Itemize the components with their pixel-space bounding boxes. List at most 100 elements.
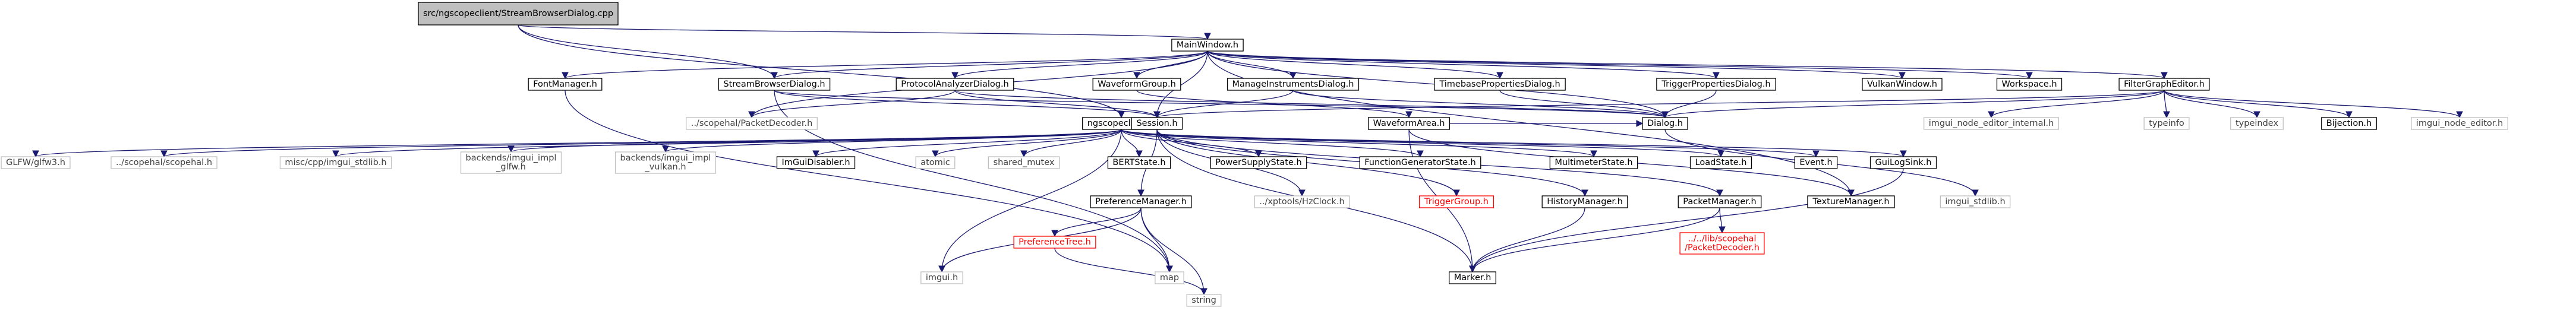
node-prefmgr[interactable]: PreferenceManager.h <box>1090 195 1192 208</box>
node-filtergraph[interactable]: FilterGraphEditor.h <box>2118 78 2210 91</box>
node-box <box>1869 156 1937 169</box>
node-label: imgui.h <box>926 273 958 283</box>
node-texturemgr[interactable]: TextureManager.h <box>1807 195 1895 208</box>
edge-filtergraph-to-bijection <box>2164 90 2353 119</box>
edge-mainwindow-to-manageinst <box>1207 50 1297 80</box>
edge-filtergraph-to-session <box>1153 90 2165 119</box>
node-mainwindow[interactable]: MainWindow.h <box>1171 39 1244 52</box>
node-box <box>1794 156 1838 169</box>
edge-protoanalyzer-to-session <box>954 90 1161 119</box>
node-label: imgui_stdlib.h <box>1945 197 2005 207</box>
node-box <box>1155 271 1184 284</box>
node-libpacket[interactable]: ../../lib/scopehal/PacketDecoder.h <box>1679 232 1765 255</box>
node-timebase[interactable]: TimebasePropertiesDialog.h <box>1434 78 1566 91</box>
node-box <box>279 156 392 169</box>
node-event[interactable]: Event.h <box>1794 156 1838 169</box>
node-label: FontManager.h <box>533 80 597 89</box>
node-triggergroup[interactable]: TriggerGroup.h <box>1418 195 1494 208</box>
node-imguistdlib[interactable]: imgui_stdlib.h <box>1940 195 2011 208</box>
node-box <box>2230 117 2284 130</box>
node-label: /PacketDecoder.h <box>1685 243 1760 253</box>
node-imgui[interactable]: imgui.h <box>920 271 963 284</box>
node-box <box>1541 195 1628 208</box>
node-label: TimebasePropertiesDialog.h <box>1439 80 1560 89</box>
node-protoanalyzer[interactable]: ProtocolAnalyzerDialog.h <box>896 78 1014 91</box>
node-bertstate[interactable]: BERTState.h <box>1107 156 1171 169</box>
edge-ngscopeclient-to-bkvulkan <box>662 129 1122 153</box>
node-session[interactable]: Session.h <box>1131 117 1183 130</box>
node-packetmgr[interactable]: PacketManager.h <box>1678 195 1762 208</box>
node-map[interactable]: map <box>1155 271 1184 284</box>
node-label: ProtocolAnalyzerDialog.h <box>901 80 1009 89</box>
node-label: backends/imgui_impl <box>466 154 557 163</box>
node-label: PowerSupplyState.h <box>1215 158 1301 167</box>
node-guilogsink[interactable]: GuiLogSink.h <box>1869 156 1937 169</box>
node-imnodeinternal[interactable]: imgui_node_editor_internal.h <box>1924 117 2059 130</box>
edge-root-to-streambrowser <box>518 24 778 80</box>
node-bkvulkan[interactable]: backends/imgui_impl_vulkan.h <box>614 151 717 174</box>
node-preftree[interactable]: PreferenceTree.h <box>1013 236 1096 249</box>
node-box <box>418 2 619 26</box>
edge-packetmgr-to-libpacket <box>1719 207 1726 234</box>
node-typeinfo[interactable]: typeinfo <box>2143 117 2190 130</box>
node-upacket[interactable]: ../scopehal/PacketDecoder.h <box>686 117 818 130</box>
node-root[interactable]: src/ngscopeclient/StreamBrowserDialog.cp… <box>418 2 619 26</box>
node-label: ManageInstrumentsDialog.h <box>1232 80 1354 89</box>
edge-packetmgr-to-marker <box>1469 207 1720 273</box>
node-streambrowser[interactable]: StreamBrowserDialog.h <box>718 78 831 91</box>
node-label: TextureManager.h <box>1812 197 1889 207</box>
edge-mainwindow-to-workspace <box>1207 50 2033 80</box>
edge-preftree-to-string <box>1054 248 1207 296</box>
node-box <box>1549 156 1638 169</box>
node-box <box>1807 195 1895 208</box>
node-label: backends/imgui_impl <box>620 154 711 163</box>
node-vulkanwin[interactable]: VulkanWindow.h <box>1862 78 1943 91</box>
node-powerstate[interactable]: PowerSupplyState.h <box>1210 156 1307 169</box>
edge-prefmgr-to-map <box>1140 207 1173 273</box>
node-workspace[interactable]: Workspace.h <box>1996 78 2063 91</box>
node-label: ../../lib/scopehal <box>1688 234 1757 244</box>
edge-ngscopeclient-to-bkglfw <box>507 129 1122 153</box>
node-bijection[interactable]: Bijection.h <box>2321 117 2377 130</box>
node-scopehal[interactable]: ../scopehal/scopehal.h <box>111 156 217 169</box>
node-box <box>111 156 217 169</box>
node-label: typeinfo <box>2149 119 2184 128</box>
node-sharedmutex[interactable]: shared_mutex <box>988 156 1060 169</box>
node-box <box>1092 78 1181 91</box>
edge-filtergraph-to-typeindex <box>2164 90 2260 119</box>
node-trigprops[interactable]: TriggerPropertiesDialog.h <box>1656 78 1776 91</box>
node-imguidisabler[interactable]: ImGuiDisabler.h <box>776 156 856 169</box>
node-mmstate[interactable]: MultimeterState.h <box>1549 156 1638 169</box>
edge-ngscopeclient-to-bertstate <box>1121 129 1143 158</box>
node-miscstdlib[interactable]: misc/cpp/imgui_stdlib.h <box>279 156 392 169</box>
node-manageinst[interactable]: ManageInstrumentsDialog.h <box>1226 78 1360 91</box>
edge-fontmgr-to-map <box>565 90 1173 273</box>
node-string[interactable]: string <box>1186 294 1222 307</box>
node-atomic[interactable]: atomic <box>915 156 956 169</box>
node-fontmgr[interactable]: FontManager.h <box>528 78 603 91</box>
edge-root-to-mainwindow <box>518 24 1210 40</box>
edge-waveformgroup-to-waveformarea <box>1136 90 1412 119</box>
node-imnodeeditor[interactable]: imgui_node_editor.h <box>2411 117 2508 130</box>
node-dialog[interactable]: Dialog.h <box>1642 117 1688 130</box>
node-typeindex[interactable]: typeindex <box>2230 117 2284 130</box>
node-box <box>1107 156 1171 169</box>
edge-prefmgr-to-string <box>1140 207 1207 296</box>
edge-mainwindow-to-waveformgroup <box>1133 50 1208 80</box>
node-waveformgroup[interactable]: WaveformGroup.h <box>1092 78 1181 91</box>
node-fgstate[interactable]: FunctionGeneratorState.h <box>1359 156 1481 169</box>
node-marker[interactable]: Marker.h <box>1449 271 1496 284</box>
node-box <box>2118 78 2210 91</box>
node-glfw[interactable]: GLFW/glfw3.h <box>1 156 71 169</box>
node-hzclock[interactable]: ../xptools/HzClock.h <box>1254 195 1350 208</box>
edge-streambrowser-to-dialog <box>774 90 1669 119</box>
node-box <box>920 271 963 284</box>
node-historymgr[interactable]: HistoryManager.h <box>1541 195 1628 208</box>
node-waveformarea[interactable]: WaveformArea.h <box>1367 117 1451 130</box>
node-label: WaveformGroup.h <box>1098 80 1176 89</box>
node-loadstate[interactable]: LoadState.h <box>1689 156 1752 169</box>
edge-filtergraph-to-typeinfo <box>2163 90 2170 119</box>
edge-ngscopeclient-to-mmstate <box>1121 129 1597 158</box>
node-label: HistoryManager.h <box>1547 197 1623 207</box>
node-bkglfw[interactable]: backends/imgui_impl_glfw.h <box>460 151 562 174</box>
